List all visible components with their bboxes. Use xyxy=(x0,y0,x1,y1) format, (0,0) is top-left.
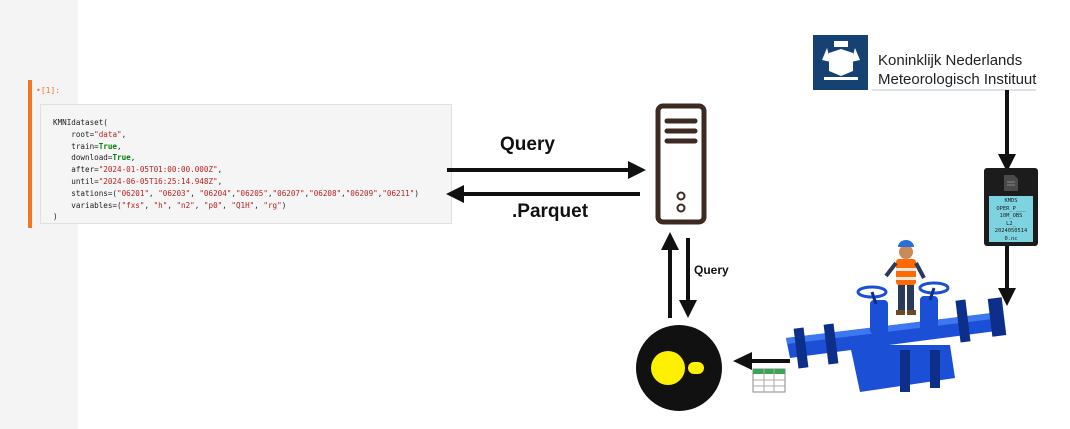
query-label: Query xyxy=(500,134,555,155)
query-arrow xyxy=(447,161,646,179)
code-line: variables=("fxs", "h", "n2", "p0", "Q1H"… xyxy=(53,200,287,210)
worker-on-pipeline-illustration xyxy=(786,240,1007,392)
notebook-cell[interactable]: •[1]: KMNIdataset( root="data", train=Tr… xyxy=(14,76,452,232)
code-line: root="data", xyxy=(53,129,127,139)
knmi-line-2: Meteorologisch Instituut xyxy=(878,71,1037,88)
knmi-line-1: Koninklijk Nederlands xyxy=(878,52,1023,69)
file-line: L2_ xyxy=(1006,220,1016,227)
cell-prompt: •[1]: xyxy=(36,86,61,95)
knmi-to-file-arrow xyxy=(998,90,1016,172)
code-line: after="2024-01-05T01:00:00.000Z", xyxy=(53,165,223,175)
side-query-label: Query xyxy=(694,263,729,277)
server-icon xyxy=(655,103,707,225)
code-block[interactable]: KMNIdataset( root="data", train=True, do… xyxy=(40,104,452,224)
code-line: stations=("06201", "06203", "06204","062… xyxy=(53,188,419,198)
file-line: 0.nc xyxy=(1004,235,1018,242)
parquet-label: .Parquet xyxy=(512,201,589,222)
knmi-wordmark: Koninklijk Nederlands Meteorologisch Ins… xyxy=(878,51,1036,89)
file-line: 10M_OBS xyxy=(999,213,1023,220)
cell-selected-bar xyxy=(28,80,32,228)
duckdb-down-arrow xyxy=(679,238,697,318)
file-line: OPER_P___ xyxy=(996,205,1026,212)
pipeline-to-duckdb-arrow xyxy=(733,352,790,370)
code-line: train=True, xyxy=(53,141,122,151)
table-icon xyxy=(752,368,786,393)
duckdb-logo-icon xyxy=(636,325,722,411)
server-up-arrow xyxy=(661,232,679,318)
code-line: KMNIdataset( xyxy=(53,118,108,127)
file-name: KMDS OPER_P___ 10M_OBS L2_ 2024050514 0.… xyxy=(991,198,1031,244)
code-line: ) xyxy=(53,212,58,222)
file-to-pipeline-arrow xyxy=(998,246,1016,306)
code-line: until="2024-06-05T16:25:14.948Z", xyxy=(53,176,223,186)
code-line: download=True, xyxy=(53,153,136,163)
knmi-crest-icon xyxy=(813,35,868,90)
file-line: 2024050514 xyxy=(994,228,1028,235)
file-line: KMDS xyxy=(1004,198,1018,204)
file-icon xyxy=(984,168,1038,246)
parquet-arrow xyxy=(446,185,640,203)
